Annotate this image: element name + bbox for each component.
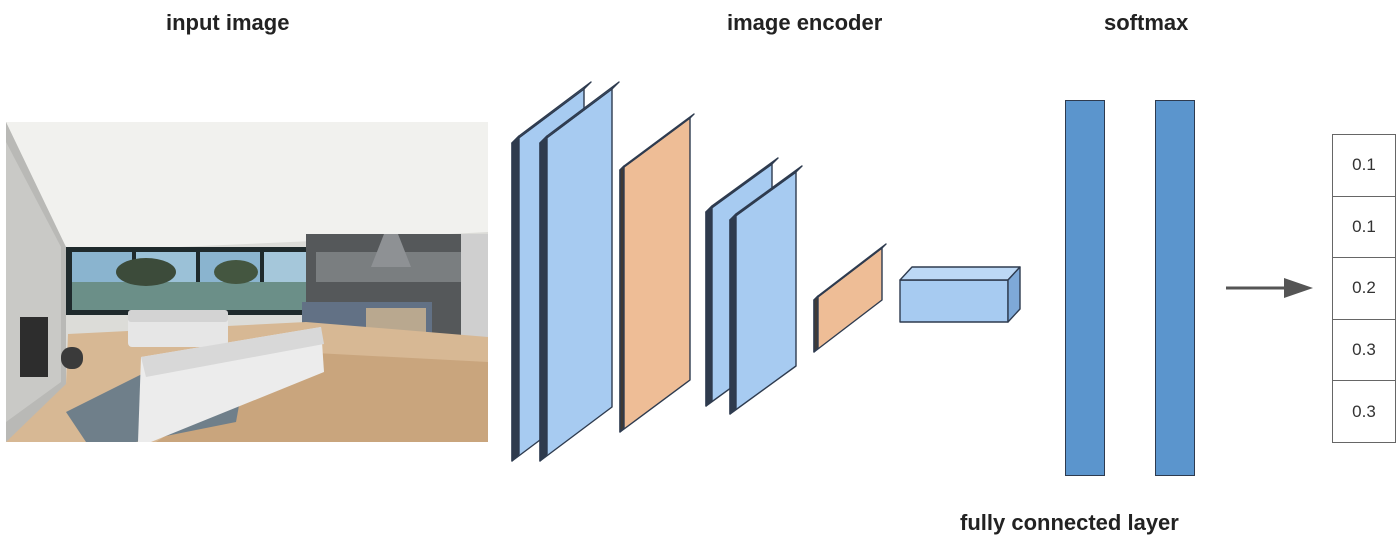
arrow-icon <box>1226 278 1313 298</box>
softmax-value: 0.1 <box>1333 197 1395 259</box>
softmax-heading: softmax <box>1104 10 1189 35</box>
flatten-box <box>899 266 1021 323</box>
softmax-value: 0.3 <box>1333 320 1395 382</box>
softmax-value: 0.3 <box>1333 381 1395 443</box>
conv-layer <box>539 81 620 462</box>
softmax-value: 0.2 <box>1333 258 1395 320</box>
input-image-heading: input image <box>166 10 290 35</box>
fully-connected-bar-2 <box>1155 100 1195 476</box>
pooling-layer <box>813 243 887 353</box>
image-encoder-heading: image encoder <box>727 10 883 35</box>
fully-connected-layer-heading: fully connected layer <box>960 510 1179 535</box>
conv-layer <box>729 165 803 415</box>
fully-connected-bar-1 <box>1065 100 1105 476</box>
softmax-output-column: 0.1 0.1 0.2 0.3 0.3 <box>1332 134 1396 443</box>
input-image-photo <box>6 122 488 442</box>
softmax-value: 0.1 <box>1333 135 1395 197</box>
image-encoder-diagram <box>511 81 1021 462</box>
pooling-layer <box>619 113 695 433</box>
